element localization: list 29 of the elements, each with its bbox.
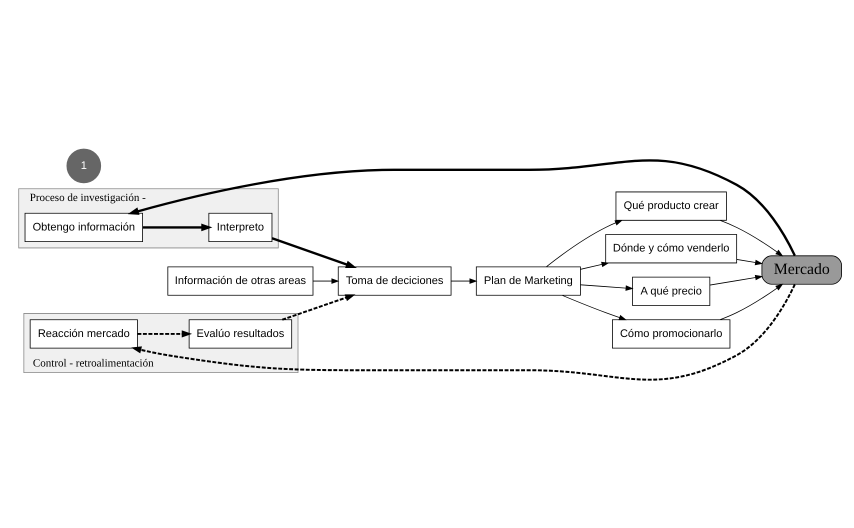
arrow	[720, 283, 784, 320]
arrow	[580, 261, 610, 270]
arrow	[546, 219, 623, 267]
node-box: Qué producto crear	[616, 191, 727, 220]
node-box: Cómo promocionarlo	[612, 318, 730, 348]
node-box: Toma de deciciones	[338, 266, 452, 296]
node-box: Plan de Marketing	[476, 266, 581, 296]
arrow	[710, 274, 764, 285]
node-box: Información de otras areas	[167, 266, 314, 296]
arrow	[736, 258, 763, 265]
arrow	[282, 294, 356, 320]
arrow	[450, 278, 478, 284]
node-box: Evalúo resultados	[188, 318, 292, 348]
node-box: Interpreto	[208, 212, 272, 242]
node-box: Obtengo información	[24, 212, 143, 242]
node-box: Mercado	[762, 254, 842, 284]
arrow	[312, 278, 340, 284]
node-box: A qué precio	[632, 276, 710, 306]
node-box: Dónde y cómo venderlo	[605, 234, 738, 263]
arrow	[142, 223, 212, 231]
arrow	[128, 158, 796, 256]
arrow	[131, 284, 796, 380]
arrow	[580, 284, 634, 290]
node-circle: 1	[66, 148, 102, 183]
arrow	[562, 294, 627, 320]
arrow	[138, 330, 192, 338]
arrow	[272, 236, 357, 268]
arrow	[720, 220, 784, 256]
node-box: Reacción mercado	[30, 318, 138, 348]
